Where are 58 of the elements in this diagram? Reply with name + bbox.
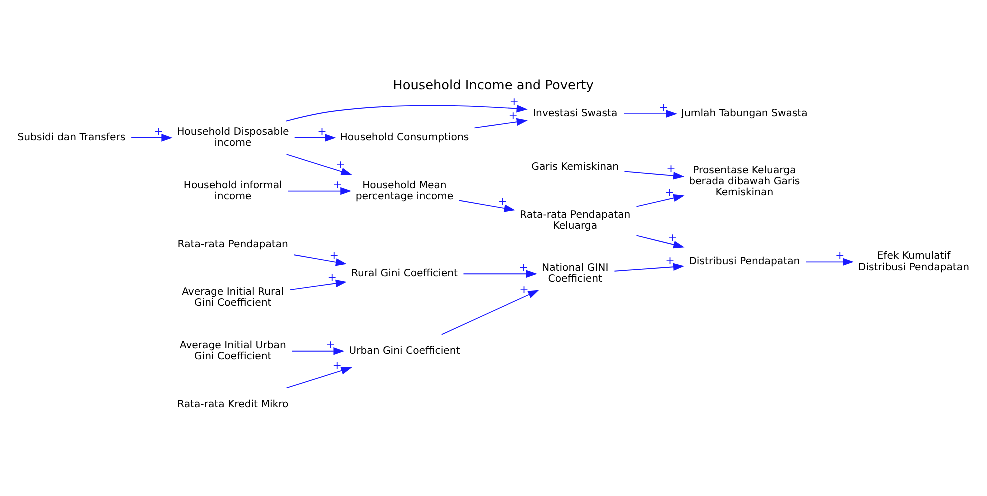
arrow — [294, 254, 348, 266]
arrow — [286, 154, 352, 176]
arrow — [441, 290, 540, 335]
arrow — [636, 194, 685, 207]
node-text: Household Disposable income — [177, 126, 290, 149]
node-text: Rata-rata Pendapatan Keluarga — [520, 209, 631, 232]
arrow — [286, 104, 528, 122]
arrow — [636, 234, 685, 248]
edge-label: + — [668, 230, 678, 244]
edge-label: + — [318, 124, 327, 138]
arrow — [131, 134, 173, 142]
arrow — [288, 186, 352, 195]
edge-label: + — [519, 260, 528, 274]
node-text: Garis Kemiskinan — [532, 161, 620, 172]
node-text: Rural Gini Coefficient — [351, 268, 458, 280]
arrow — [458, 200, 516, 212]
node-text: Urban Gini Coefficient — [349, 345, 460, 356]
arrow — [624, 170, 685, 180]
edge-label: + — [510, 95, 520, 108]
arrow — [463, 270, 538, 278]
edge-label: + — [666, 162, 676, 176]
node-text: Household Mean percentage income — [356, 180, 454, 202]
node-text: Prosentase Keluarga berada dibawah Garis Kemiskinan — [689, 165, 800, 198]
arrow — [286, 366, 352, 388]
edge-label: + — [328, 270, 338, 284]
node-text: Household informal income — [184, 180, 282, 202]
arrow — [806, 258, 854, 266]
arrow — [292, 347, 345, 355]
edge-label: + — [333, 178, 342, 191]
edge-label: + — [666, 254, 675, 267]
node-text: Rata-rata Pendapatan — [178, 238, 288, 250]
node-text: Subsidi dan Transfers — [18, 132, 126, 144]
edge-label: + — [332, 358, 342, 372]
node-text: Rata-rata Kredit Mikro — [178, 398, 289, 410]
arrow — [290, 279, 347, 290]
node-text: Average Initial Urban Gini Coefficient — [180, 340, 286, 362]
diagram-title: Household Income and Poverty — [393, 78, 594, 94]
edge-label: + — [508, 109, 518, 122]
edge-label: + — [498, 194, 508, 208]
edge-label: + — [154, 124, 164, 138]
node-text: Household Consumptions — [340, 132, 470, 144]
edge-label: + — [658, 100, 668, 114]
node-text: Average Initial Rural Gini Coefficient — [182, 286, 284, 309]
node-text: Efek Kumulatif Distribusi Pendapatan — [858, 250, 970, 273]
edge-label: + — [336, 158, 346, 171]
node-text: National GINI Coefficient — [542, 262, 609, 285]
node-text: Investasi Swasta — [533, 108, 618, 120]
edge-label: + — [665, 186, 675, 199]
edge-label: + — [836, 248, 845, 262]
arrow — [614, 262, 685, 272]
edge-label: + — [330, 248, 339, 262]
arrow — [624, 110, 678, 118]
edge-label: + — [326, 338, 336, 351]
node-text: Distribusi Pendapatan — [689, 256, 800, 268]
arrow — [474, 118, 528, 128]
edge-label: + — [520, 283, 529, 296]
arrow — [294, 134, 336, 142]
node-text: Jumlah Tabungan Swasta — [682, 108, 808, 120]
